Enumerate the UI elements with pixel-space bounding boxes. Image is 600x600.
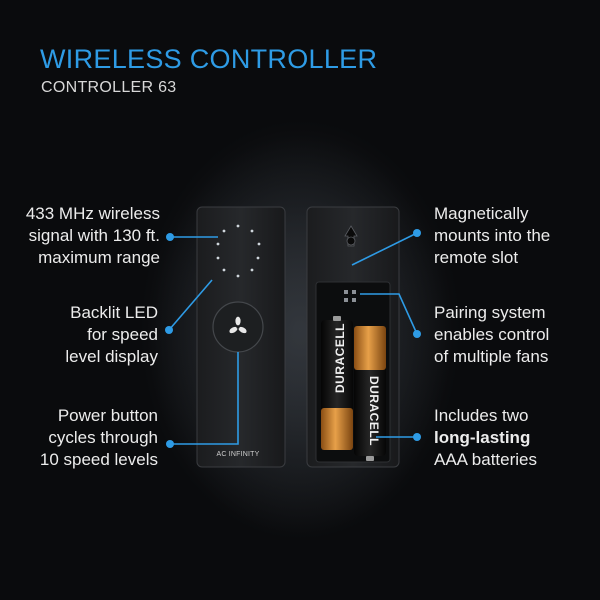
battery-1 — [321, 316, 353, 450]
callout-backlit-led: Backlit LED for speed level display — [65, 302, 158, 368]
battery-2-label: DURACELL — [367, 376, 381, 446]
callout-batteries: Includes two long-lasting AAA batteries — [434, 405, 537, 471]
callout-line: mounts into the — [434, 226, 551, 245]
callout-line: cycles through — [48, 428, 158, 447]
callout-line: 433 MHz wireless — [25, 204, 160, 223]
callout-line: signal with 130 ft. — [28, 226, 160, 245]
connector-dots-left — [165, 233, 174, 448]
remote-back — [306, 206, 400, 468]
callout-power-button: Power button cycles through 10 speed lev… — [40, 405, 158, 471]
callout-pairing-system: Pairing system enables control of multip… — [434, 302, 549, 368]
fan-icon — [229, 316, 247, 334]
callout-line: for speed — [87, 325, 158, 344]
callout-emphasis: long-lasting — [434, 428, 531, 447]
brand-text: AC INFINITY — [216, 451, 260, 458]
callout-line: level display — [65, 347, 158, 366]
callout-line: Magnetically — [434, 204, 529, 223]
callout-line: Includes two — [434, 406, 529, 425]
connector-led — [168, 279, 213, 331]
connector-power — [170, 352, 239, 445]
callout-wireless-range: 433 MHz wireless signal with 130 ft. max… — [26, 203, 160, 269]
callout-magnetic-mount: Magnetically mounts into the remote slot — [434, 203, 550, 269]
battery-2 — [354, 326, 386, 461]
connector-magnet — [351, 232, 418, 266]
callout-line: AAA batteries — [434, 450, 538, 469]
callout-line: maximum range — [38, 248, 160, 267]
callout-line: of multiple fans — [434, 347, 549, 366]
connectors-right — [351, 232, 418, 438]
callout-line: enables control — [434, 325, 550, 344]
callout-line: 10 speed levels — [39, 450, 158, 469]
pairing-contacts — [344, 290, 356, 302]
backdrop-glow — [150, 135, 450, 535]
led-ring — [216, 224, 261, 278]
page-subtitle: CONTROLLER 63 — [41, 79, 177, 96]
callout-line: remote slot — [434, 248, 519, 267]
callout-line: Backlit LED — [70, 303, 158, 322]
connector-pairing — [360, 293, 418, 335]
remote-front — [196, 206, 286, 468]
callout-line: long-lasting — [434, 427, 537, 449]
connector-dots-right — [413, 229, 421, 441]
magnet-mount-icon — [344, 225, 358, 247]
callout-line: Power button — [57, 406, 158, 425]
page-title: WIRELESS CONTROLLER — [40, 44, 378, 74]
callout-line: Pairing system — [434, 303, 546, 322]
battery-1-label: DURACELL — [333, 323, 347, 393]
connectors-left — [168, 236, 239, 445]
